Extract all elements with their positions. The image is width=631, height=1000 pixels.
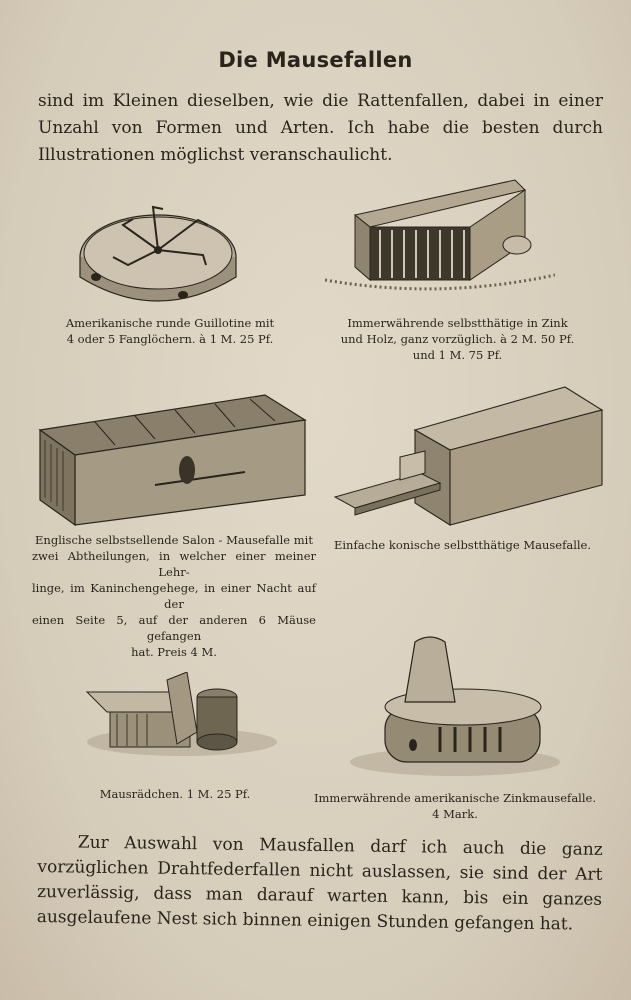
caption-line: Mausrädchen. 1 M. 25 Pf. (99, 787, 251, 801)
figure-4-caption: Einfache konische selbstthätige Mausefal… (325, 537, 600, 553)
caption-line: hat. Preis 4 M. (131, 645, 217, 659)
english-salon-trap-illustration (35, 390, 310, 530)
caption-line: Englische selbstsellende Salon - Mausefa… (35, 533, 313, 547)
caption-line: Amerikanische runde Guillotine mit (65, 316, 275, 330)
caption-line: Immerwährende selbstthätige in Zink (347, 316, 568, 330)
zinc-wood-trap-illustration (325, 175, 555, 300)
round-guillotine-trap-illustration (78, 195, 238, 310)
closing-paragraph: Zur Auswahl von Mausfallen darf ich auch… (37, 830, 603, 938)
caption-line: Einfache konische selbstthätige Mausefal… (333, 538, 592, 552)
caption-line: und 1 M. 75 Pf. (412, 348, 503, 362)
caption-line: Immerwährende amerikanische Zinkmausefal… (313, 791, 596, 805)
figure-6-caption: Immerwährende amerikanische Zinkmausefal… (310, 790, 600, 822)
conical-trap-illustration (330, 385, 605, 530)
mouse-wheel-trap-illustration (82, 672, 277, 762)
page-title: Die Mausefallen (218, 48, 413, 72)
caption-line: 4 Mark. (432, 807, 478, 821)
caption-line: linge, im Kaninchengehege, in einer Nach… (32, 581, 316, 611)
caption-line: 4 oder 5 Fanglöchern. à 1 M. 25 Pf. (66, 332, 274, 346)
intro-paragraph: sind im Kleinen dieselben, wie die Ratte… (38, 91, 603, 165)
american-zinc-trap-illustration (345, 632, 565, 782)
caption-line: einen Seite 5, auf der anderen 6 Mäuse g… (32, 613, 316, 643)
figure-3-caption: Englische selbstsellende Salon - Mausefa… (32, 532, 316, 660)
caption-line: zwei Abtheilungen, in welcher einer mein… (32, 549, 316, 579)
figure-2-caption: Immerwährende selbstthätige in Zink und … (320, 315, 595, 363)
figure-5-caption: Mausrädchen. 1 M. 25 Pf. (75, 786, 275, 802)
caption-line: und Holz, ganz vorzüglich. à 2 M. 50 Pf. (340, 332, 575, 346)
figure-1-caption: Amerikanische runde Guillotine mit 4 ode… (55, 315, 285, 347)
closing-paragraph-text: Zur Auswahl von Mausfallen darf ich auch… (36, 832, 603, 935)
